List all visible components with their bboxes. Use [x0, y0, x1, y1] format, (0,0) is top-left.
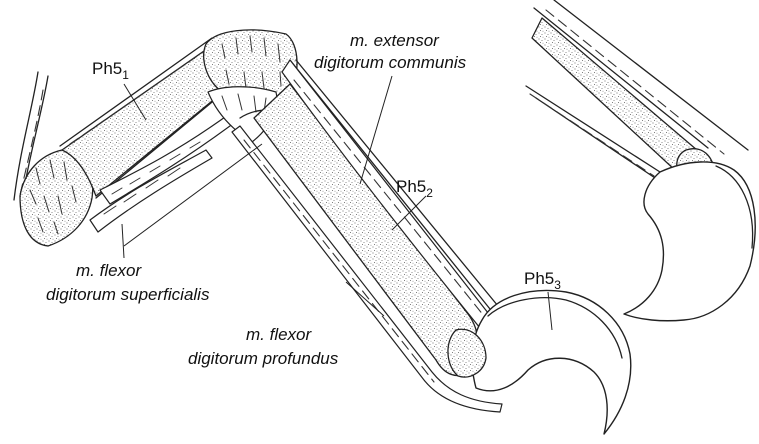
label-extensor-line1: m. extensor: [350, 31, 440, 50]
label-ph5-3: Ph53: [524, 269, 561, 292]
label-flexor-profundus-line2: digitorum profundus: [188, 349, 339, 368]
label-ph5-1: Ph51: [92, 59, 129, 82]
retracted-digit: [526, 0, 755, 321]
label-flexor-superficialis-line1: m. flexor: [76, 261, 143, 280]
label-ph5-2: Ph52: [396, 177, 433, 200]
label-flexor-profundus-line1: m. flexor: [246, 325, 313, 344]
label-flexor-superficialis-line2: digitorum superficialis: [46, 285, 210, 304]
label-extensor-line2: digitorum communis: [314, 53, 467, 72]
